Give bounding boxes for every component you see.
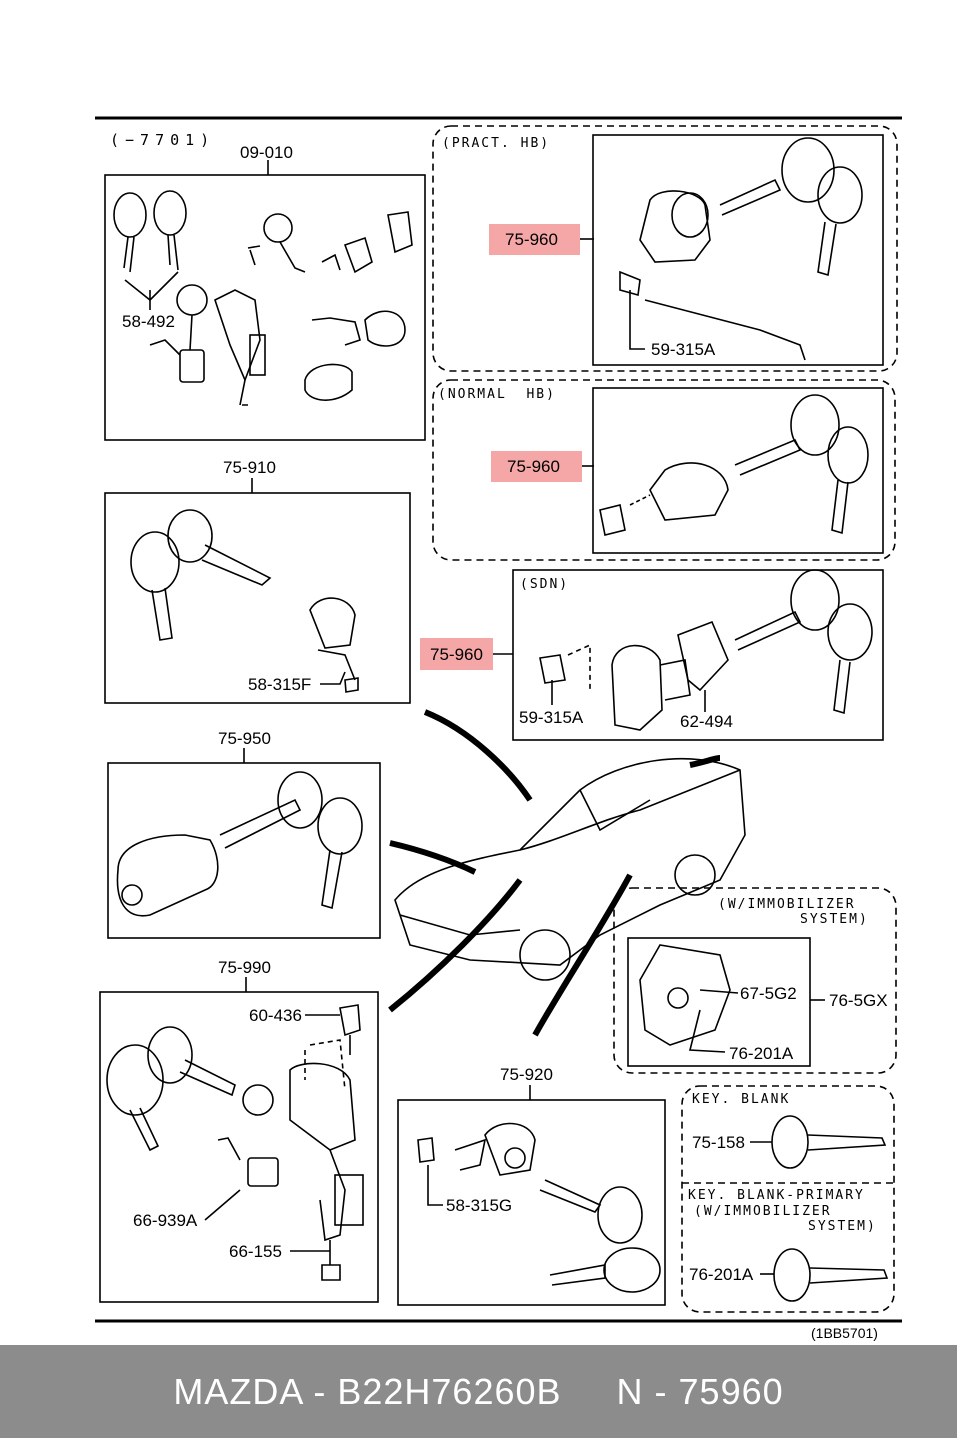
section-pract-hb: (PRACT. HB) (442, 136, 551, 151)
pointer-4 (532, 873, 633, 1037)
part-label-76-201A-b: 76-201A (689, 1265, 754, 1284)
section-key-blank-primary-line2: (W/IMMOBILIZER (694, 1204, 832, 1219)
pointer-1 (423, 709, 533, 802)
part-label-58-315G: 58-315G (446, 1196, 513, 1215)
group-immobilizer (613, 887, 897, 1074)
footer-bar: MAZDA - B22H76260B N - 75960 (0, 1345, 957, 1438)
part-label-76-5GX: 76-5GX (829, 991, 888, 1010)
part-label-75-990: 75-990 (218, 958, 271, 977)
box-pract-hb (592, 134, 884, 366)
pointer-2 (389, 840, 477, 875)
ring-icon (176, 284, 208, 316)
section-normal-hb: (NORMAL HB) (438, 387, 556, 402)
box-normal-hb (592, 387, 884, 554)
range-label: (−7701) (110, 131, 216, 149)
highlight-75-960-c (420, 638, 493, 670)
part-label-58-315F: 58-315F (248, 675, 312, 694)
highlight-75-960-a (489, 224, 580, 255)
gasket-icon (677, 620, 729, 692)
section-immobilizer-line1: (W/IMMOBILIZER (718, 897, 856, 912)
section-key-blank-primary-line3: SYSTEM) (808, 1219, 877, 1234)
plate-icon (343, 236, 373, 274)
box-75-910 (104, 492, 411, 704)
part-label-75-920: 75-920 (500, 1065, 553, 1084)
section-immobilizer-line2: SYSTEM) (800, 912, 869, 927)
part-label-09-010: 09-010 (240, 143, 293, 162)
box-75-920 (397, 1099, 666, 1306)
part-label-59-315A-a: 59-315A (651, 340, 716, 359)
pointer-3 (388, 878, 523, 1013)
part-label-66-939A: 66-939A (133, 1211, 198, 1230)
cylinder-icon-3 (116, 834, 219, 917)
part-label-67-5G2: 67-5G2 (740, 984, 797, 1003)
section-key-blank-primary-line1: KEY. BLANK-PRIMARY (688, 1188, 865, 1203)
pointer-5 (689, 755, 721, 768)
car-icon (394, 757, 746, 981)
group-key-blank (681, 1085, 895, 1313)
cylinder-icon-2 (304, 363, 353, 401)
footer-part-number: MAZDA - B22H76260B N - 75960 (173, 1370, 784, 1412)
part-label-75-910: 75-910 (223, 458, 276, 477)
section-sdn: (SDN) (520, 577, 570, 592)
part-label-62-494: 62-494 (680, 712, 733, 731)
cylinder-icon (364, 310, 406, 347)
highlight-75-960-b (491, 451, 582, 482)
part-label-76-201A-a: 76-201A (729, 1044, 794, 1063)
trunk-cylinder-icon (611, 644, 663, 731)
box-75-990 (99, 991, 379, 1303)
hatch-cylinder-icon (649, 462, 729, 521)
group-normal-hb (432, 379, 896, 561)
part-label-75-960-a[interactable]: 75-960 (505, 230, 558, 249)
section-key-blank: KEY. BLANK (692, 1092, 791, 1107)
key-blank-primary-icon (773, 1248, 811, 1302)
group-pract-hb (432, 125, 898, 372)
part-label-60-436: 60-436 (249, 1006, 302, 1025)
part-label-75-960-b[interactable]: 75-960 (507, 457, 560, 476)
lock-cylinder-icon (309, 597, 356, 649)
part-label-59-315A-b: 59-315A (519, 708, 584, 727)
key-pair-icon (113, 190, 187, 302)
part-label-58-492: 58-492 (122, 312, 175, 331)
box-75-950 (107, 762, 381, 939)
key-pair-icon-2 (130, 509, 272, 641)
key-blank-icon (771, 1115, 809, 1169)
part-label-66-155: 66-155 (229, 1242, 282, 1261)
box-sdn (512, 569, 884, 741)
box-immobilizer (627, 937, 811, 1067)
immobilizer-unit-icon (639, 944, 731, 1046)
part-label-75-960-c[interactable]: 75-960 (430, 645, 483, 664)
ignition-switch-icon (214, 289, 261, 383)
part-label-75-950: 75-950 (218, 729, 271, 748)
diagram-code-label: (1BB5701) (811, 1325, 878, 1341)
part-label-75-158: 75-158 (692, 1133, 745, 1152)
box-09-010 (104, 174, 426, 441)
steering-lock-icon (289, 1062, 356, 1151)
